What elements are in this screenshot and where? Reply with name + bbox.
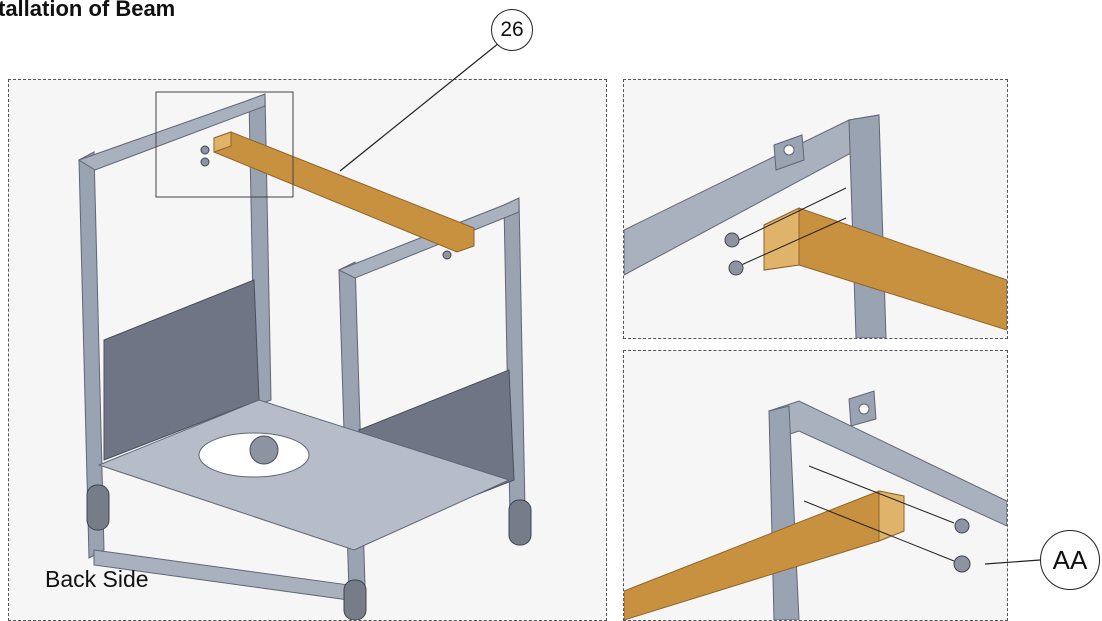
detail-view-beam-right bbox=[623, 350, 1008, 621]
cart-frame-drawing bbox=[9, 80, 606, 620]
detail-view-beam-left bbox=[623, 79, 1008, 339]
main-assembly-view bbox=[8, 79, 607, 621]
callout-part-26: 26 bbox=[491, 9, 533, 51]
page-title: tallation of Beam bbox=[0, 0, 175, 22]
back-side-label: Back Side bbox=[45, 566, 149, 593]
detail-right-drawing bbox=[624, 351, 1007, 620]
detail-left-drawing bbox=[624, 80, 1007, 338]
callout-part-aa: AA bbox=[1040, 530, 1100, 590]
